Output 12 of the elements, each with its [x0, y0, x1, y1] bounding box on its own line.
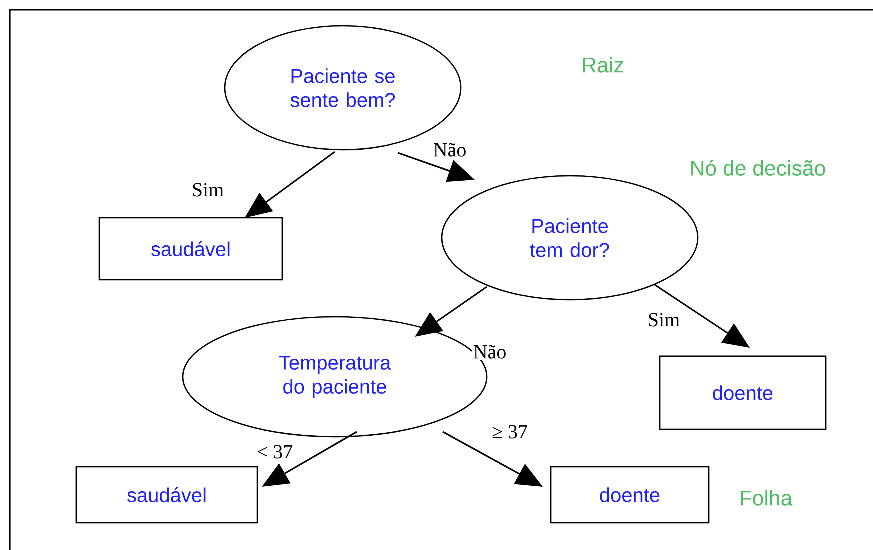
edge-label: < 37: [256, 444, 294, 460]
leaf-box: saudável: [76, 466, 258, 524]
level-label: Nó de decisão: [692, 160, 826, 176]
leaf-box: doente: [659, 356, 827, 430]
leaf-box: saudável: [98, 217, 284, 281]
edge-label: Sim: [646, 312, 682, 328]
level-label: Folha: [741, 490, 793, 506]
edge-label: Sim: [190, 182, 226, 198]
level-label: Raiz: [583, 57, 624, 73]
edge-label: Não: [472, 344, 508, 360]
edge-label: ≥ 37: [490, 424, 530, 440]
leaf-box: doente: [550, 466, 710, 524]
